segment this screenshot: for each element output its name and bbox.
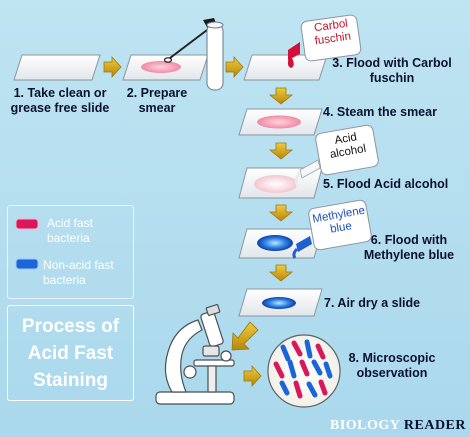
acid-alcohol-bottle-icon — [294, 124, 379, 187]
diagram-title: Process of Acid Fast Staining — [21, 315, 120, 391]
arrow-down-icon — [268, 87, 294, 105]
arrow-right-icon — [103, 55, 122, 79]
step-1-label: 1. Take clean or grease free slide — [10, 86, 110, 115]
arrow-right-icon — [243, 364, 262, 388]
step-5-label: 5. Flood Acid alcohol — [323, 177, 449, 191]
arrow-down-icon — [268, 142, 294, 160]
step-8-label: 8. Microscopic observation — [348, 351, 436, 380]
microscope-icon — [155, 304, 235, 405]
brand-part-1: BIOLOGY — [330, 418, 400, 433]
test-tube-icon — [206, 21, 224, 91]
legend-non-acid-fast-label: Non-acid fast bacteria — [43, 258, 114, 287]
step-3-label: 3. Flood with Carbol fuschin — [332, 56, 452, 85]
slide-1 — [13, 54, 101, 81]
step-7-label: 7. Air dry a slide — [324, 296, 421, 310]
title-box: Process of Acid Fast Staining — [7, 305, 134, 401]
step-4-label: 4. Steam the smear — [323, 105, 437, 119]
slide-3 — [243, 54, 328, 81]
arrow-right-icon — [225, 55, 244, 79]
slide-4 — [238, 108, 323, 136]
carbol-fuschin-bottle-icon — [287, 14, 362, 68]
methylene-blue-bottle-icon — [292, 199, 372, 259]
acid-fast-swatch — [15, 218, 39, 230]
slide-6 — [238, 228, 323, 259]
slide-7 — [238, 288, 323, 317]
arrow-down-left-icon — [231, 321, 259, 351]
slide-2 — [122, 54, 209, 81]
non-acid-fast-swatch — [15, 258, 39, 270]
step-6-label: 6. Flood with Methylene blue — [363, 233, 455, 262]
microscopic-field — [267, 334, 341, 408]
arrow-down-icon — [268, 204, 294, 222]
arrow-down-icon — [268, 264, 294, 282]
step-2-label: 2. Prepare smear — [126, 86, 188, 115]
legend-acid-fast-label: Acid fast bacteria — [47, 216, 94, 245]
brand-logo: BIOLOGY READER — [330, 418, 466, 434]
brand-part-2: READER — [403, 418, 467, 433]
legend — [7, 205, 134, 299]
